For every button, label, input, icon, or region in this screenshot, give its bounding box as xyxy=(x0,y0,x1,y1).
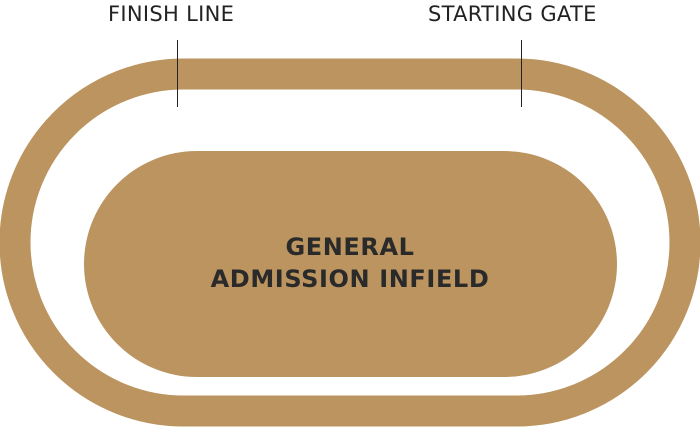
infield-label-line2: ADMISSION INFIELD xyxy=(210,265,490,293)
finish-line-marker xyxy=(177,40,178,107)
infield-label-line1: GENERAL xyxy=(285,233,415,261)
starting-gate-marker xyxy=(521,40,522,107)
infield-label: GENERAL ADMISSION INFIELD xyxy=(150,231,550,295)
starting-gate-label: STARTING GATE xyxy=(428,2,597,26)
infield-area[interactable] xyxy=(84,151,617,377)
finish-line-label: FINISH LINE xyxy=(108,2,235,26)
track-oval xyxy=(0,58,700,427)
